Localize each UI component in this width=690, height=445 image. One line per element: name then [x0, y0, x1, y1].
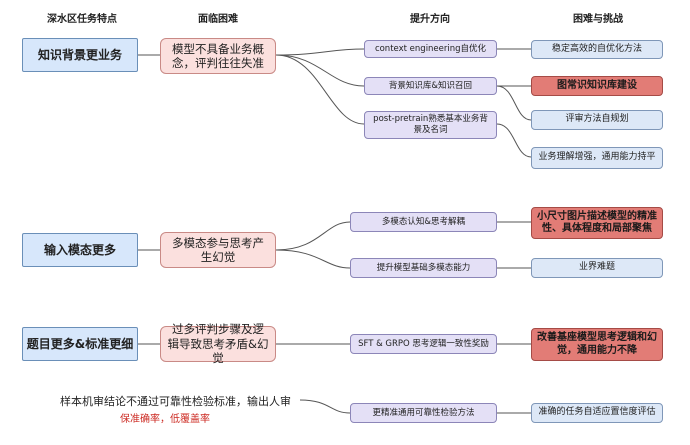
feature-input-modalities: 输入模态更多: [22, 233, 138, 267]
feature-knowledge-background: 知识背景更业务: [22, 38, 138, 72]
challenge-review-planning: 评审方法自规划: [531, 110, 663, 130]
direction-post-pretrain: post-pretrain熟悉基本业务背景及名词: [364, 111, 497, 139]
feature-more-questions-standards: 题目更多&标准更细: [22, 327, 138, 361]
direction-multimodal-decoupling: 多模态认知&思考解耦: [350, 212, 497, 232]
direction-context-engineering: context engineering自优化: [364, 40, 497, 58]
difficulty-reasoning-contradiction: 过多评判步骤及逻辑导致思考矛盾&幻觉: [160, 322, 276, 365]
direction-multimodal-capability: 提升模型基础多模态能力: [350, 258, 497, 278]
challenge-confidence-estimation: 准确的任务自适应置信度评估: [531, 403, 663, 423]
link-difficulty1-dir1: [275, 48, 365, 56]
header-difficulties: 面临困难: [198, 14, 238, 25]
challenge-commonsense-kb: 图常识知识库建设: [531, 76, 663, 96]
link-difficulty1-dir3: [275, 54, 365, 125]
link-note-dir: [299, 399, 351, 414]
link-difficulty2-dir1: [275, 221, 351, 251]
challenge-industry-problem: 业界难题: [531, 258, 663, 278]
challenge-small-image-description: 小尺寸图片描述模型的精准性、具体程度和局部聚焦: [531, 207, 663, 239]
note-manual-review: 样本机审结论不通过可靠性检验标准，输出人审: [60, 395, 291, 408]
challenge-self-optimization: 稳定高效的自优化方法: [531, 40, 663, 59]
link-dir2-ch3: [496, 85, 532, 121]
challenge-business-understanding: 业务理解增强，通用能力持平: [531, 147, 663, 169]
direction-sft-grpo: SFT & GRPO 思考逻辑一致性奖励: [350, 334, 497, 354]
link-difficulty2-dir2: [275, 249, 351, 269]
difficulty-business-concept: 模型不具备业务概念，评判往往失准: [160, 38, 276, 74]
link-difficulty1-dir2: [275, 54, 365, 87]
difficulty-multimodal-hallucination: 多模态参与思考产生幻觉: [160, 232, 276, 268]
link-dir3-ch4: [496, 123, 532, 158]
direction-knowledge-base: 背景知识库&知识召回: [364, 77, 497, 95]
header-features: 深水区任务特点: [47, 14, 117, 25]
header-challenges: 困难与挑战: [573, 14, 623, 25]
note-accuracy-coverage: 保准确率，低覆盖率: [120, 414, 210, 425]
direction-reliability-check: 更精准通用可靠性检验方法: [350, 403, 497, 423]
challenge-base-model-logic: 改善基座模型思考逻辑和幻觉，通用能力不降: [531, 328, 663, 361]
header-directions: 提升方向: [410, 14, 450, 25]
